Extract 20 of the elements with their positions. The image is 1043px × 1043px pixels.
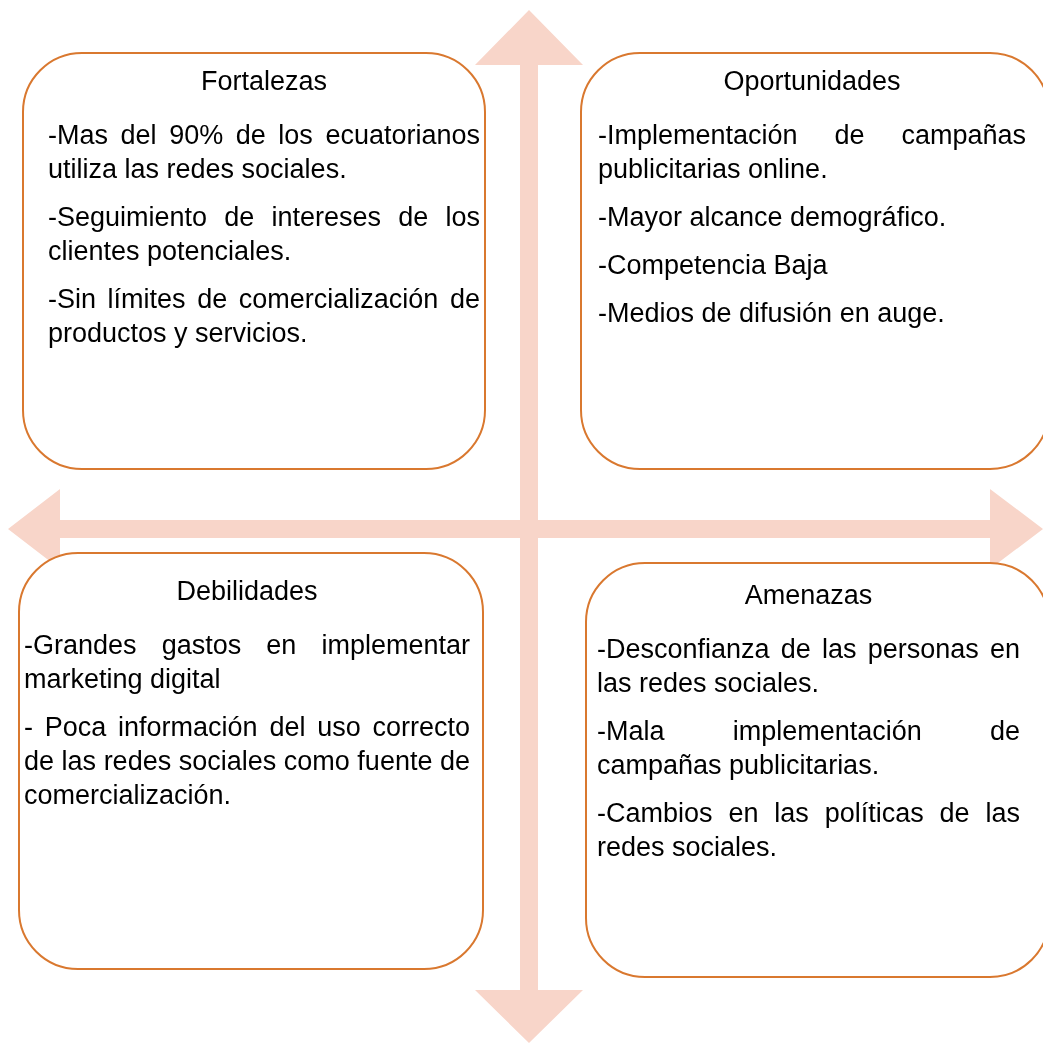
bullet-text: -Implementación de campañas publicitarias online.: [598, 119, 1026, 186]
bullet-text: -Cambios en las políticas de las redes sociales.: [597, 797, 1020, 864]
quadrant-heading: Oportunidades: [722, 65, 902, 98]
bullet-text: - Poca información del uso correcto de las redes sociales como fuente de comercialización.: [24, 711, 470, 812]
bullet-text: -Sin límites de comercialización de productos y servicios.: [48, 283, 480, 350]
bullet-text: -Mala implementación de campañas publicitarias.: [597, 715, 1020, 782]
bullet-text: -Seguimiento de intereses de los clientes potenciales.: [48, 201, 480, 268]
bullet-text: -Mayor alcance demográfico.: [598, 201, 948, 234]
rounded-box: [22, 52, 486, 470]
rounded-box: [580, 52, 1043, 470]
quadrant-heading: Fortalezas: [199, 65, 329, 98]
quadrant-heading: Amenazas: [743, 579, 874, 612]
bullet-text: -Competencia Baja: [598, 249, 829, 282]
bullet-text: -Desconfianza de las personas en las redes sociales.: [597, 633, 1020, 700]
rounded-box: [585, 562, 1043, 978]
bullet-text: -Medios de difusión en auge.: [598, 297, 946, 330]
rounded-box: [18, 552, 484, 970]
quadrant-heading: Debilidades: [175, 575, 319, 608]
bullet-text: -Grandes gastos en implementar marketing digital: [24, 629, 470, 696]
bullet-text: -Mas del 90% de los ecuatorianos utiliza las redes sociales.: [48, 119, 480, 186]
